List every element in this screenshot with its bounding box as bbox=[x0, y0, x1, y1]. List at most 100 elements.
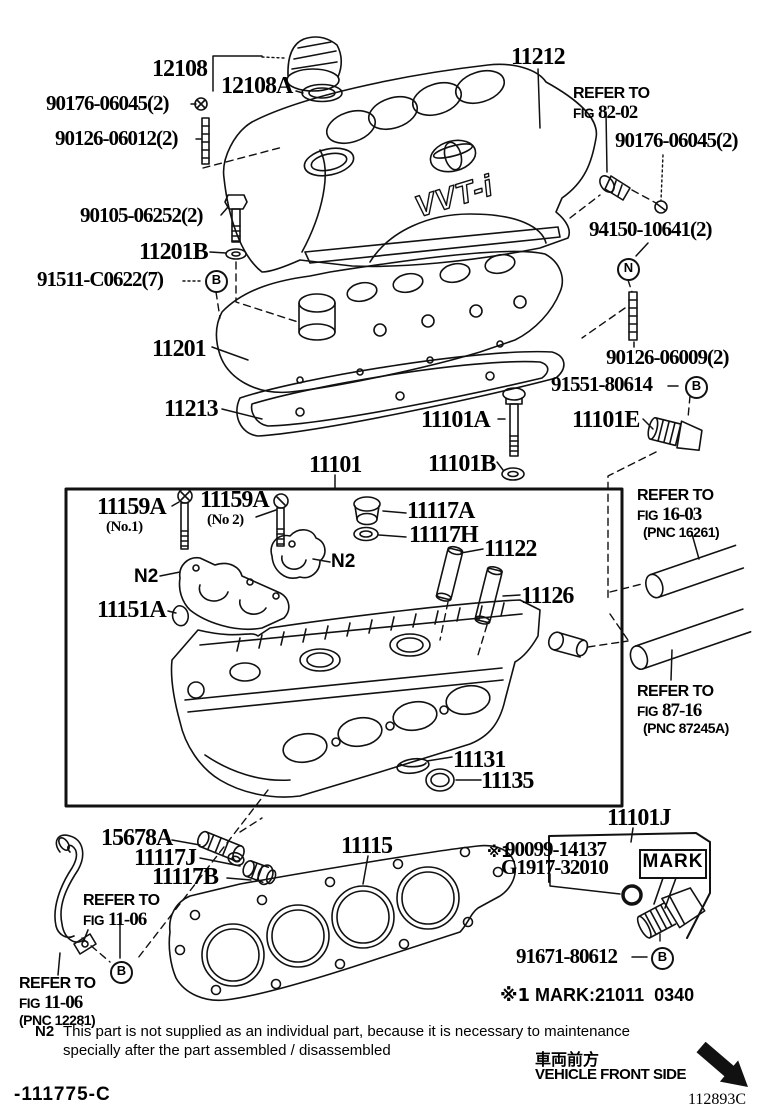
callout-11101b: 11101B bbox=[428, 451, 496, 477]
refer-line1: REFER TO bbox=[573, 85, 650, 102]
callout-15678a: 15678A bbox=[101, 825, 173, 851]
mark-footnote-prefix: ※1 bbox=[500, 985, 531, 1006]
refer-fig-num: 11-06 bbox=[43, 991, 83, 1013]
refer-fig-word: FIG bbox=[573, 105, 595, 121]
refer-fig-num: 82-02 bbox=[597, 101, 638, 123]
seal-11151a bbox=[171, 604, 190, 627]
seal-11131 bbox=[396, 757, 430, 775]
refer-fig-1106-lower: REFER TO FIG 11-06 (PNC 12281) bbox=[19, 975, 96, 1030]
oil-cap-drawing bbox=[286, 36, 343, 92]
leader-lines bbox=[57, 55, 700, 976]
callout-11101a: 11101A bbox=[421, 407, 491, 433]
callout-90126-06009: 90126-06009(2) bbox=[606, 345, 729, 369]
callout-11115: 11115 bbox=[341, 833, 393, 859]
valve-guide-11126 bbox=[474, 566, 503, 625]
callout-11117h: 11117H bbox=[409, 522, 479, 548]
badge-b-fig1106: B bbox=[110, 961, 133, 984]
callout-91551: 91551-80614 bbox=[551, 372, 653, 396]
n2-note-tag: N2 bbox=[35, 1023, 55, 1040]
cap-bolt-no2 bbox=[273, 493, 289, 547]
head-bolt-11101a bbox=[501, 387, 526, 481]
plug-11117a bbox=[353, 496, 381, 526]
callout-11126: 11126 bbox=[521, 583, 574, 609]
callout-n2-left: N2 bbox=[134, 566, 159, 587]
elbow-fitting bbox=[547, 631, 589, 658]
callout-90105: 90105-06252(2) bbox=[80, 203, 203, 227]
refer-fig-8202: REFER TO FIG 82-02 bbox=[573, 85, 650, 123]
mark-box: MARK bbox=[639, 849, 707, 879]
cylinder-head-block bbox=[170, 599, 541, 798]
tube-fig-8716 bbox=[629, 608, 752, 671]
callout-11117b: 11117B bbox=[152, 864, 219, 890]
refer-fig-word: FIG bbox=[637, 507, 659, 523]
sensor-91671 bbox=[636, 887, 706, 939]
drawing-number: 112893C bbox=[688, 1091, 747, 1108]
callout-91511: 91511-C0622(7) bbox=[37, 267, 164, 291]
refer-fig-word: FIG bbox=[83, 912, 105, 928]
callout-11117j: 11117J bbox=[134, 845, 197, 871]
refer-fig-word: FIG bbox=[19, 995, 41, 1011]
mark-footnote-text: MARK:21011 0340 bbox=[535, 985, 695, 1005]
callout-no2: (No 2) bbox=[207, 512, 244, 528]
bolt-90105 bbox=[224, 194, 248, 243]
callout-90099: 90099-14137 bbox=[505, 837, 607, 861]
nut-90176-left bbox=[194, 97, 208, 111]
figure-code: -111775-C bbox=[14, 1084, 111, 1105]
callout-11212: 11212 bbox=[511, 44, 566, 70]
callout-90126-06012: 90126-06012(2) bbox=[55, 126, 178, 150]
callout-11122: 11122 bbox=[484, 536, 537, 562]
callout-94150: 94150-10641(2) bbox=[589, 217, 712, 241]
bearing-cap-left bbox=[178, 556, 290, 630]
valve-guide-11122 bbox=[435, 545, 464, 602]
callout-90176-right: 90176-06045(2) bbox=[615, 128, 738, 152]
callout-91671: 91671-80612 bbox=[516, 944, 618, 968]
subassembly-frame-box bbox=[64, 487, 624, 808]
construction-lines bbox=[81, 56, 691, 963]
refer-fig-1603: REFER TO FIG 16-03 (PNC 16261) bbox=[637, 487, 720, 542]
callout-x1-prefix: ※1 bbox=[487, 843, 512, 861]
callout-no1: (No.1) bbox=[106, 519, 143, 535]
hose-bracket-drawing bbox=[54, 834, 97, 955]
cap-bolt-no1 bbox=[177, 488, 193, 550]
badge-b-91511: B bbox=[205, 270, 228, 293]
badge-n-94150: N bbox=[617, 258, 640, 281]
callout-11101j: 11101J bbox=[607, 805, 671, 831]
refer-fig-word: FIG bbox=[637, 703, 659, 719]
mark-pointer-lines bbox=[653, 877, 677, 909]
front-side-en: VEHICLE FRONT SIDE bbox=[535, 1066, 687, 1083]
plug-11117b bbox=[242, 860, 277, 886]
nut-90176-right bbox=[654, 200, 668, 214]
mark-footnote: ※1 MARK:21011 0340 bbox=[500, 985, 694, 1006]
refer-fig-1106-upper: REFER TO FIG 11-06 bbox=[83, 892, 160, 930]
refer-fig-num: 16-03 bbox=[661, 503, 702, 525]
callout-11201: 11201 bbox=[152, 336, 207, 362]
callout-11159a-no2: 11159A bbox=[200, 487, 270, 513]
seal-11135 bbox=[425, 768, 455, 792]
nut-11201b bbox=[225, 248, 247, 260]
callout-g1917: G1917-32010 bbox=[501, 855, 609, 879]
refer-line1: REFER TO bbox=[83, 892, 160, 909]
toyota-logo bbox=[429, 139, 477, 173]
callout-11101: 11101 bbox=[309, 452, 362, 478]
oring-drawing bbox=[621, 884, 643, 906]
refer-line1: REFER TO bbox=[19, 975, 96, 992]
callout-12108a: 12108A bbox=[221, 73, 293, 99]
callout-11213: 11213 bbox=[164, 396, 219, 422]
stud-90126-06012 bbox=[201, 117, 210, 165]
callout-11201b: 11201B bbox=[139, 239, 209, 265]
refer-fig-num: 87-16 bbox=[661, 699, 702, 721]
callout-11101e: 11101E bbox=[572, 407, 640, 433]
refer-pnc: (PNC 87245A) bbox=[643, 719, 729, 736]
badge-b-91551: B bbox=[685, 376, 708, 399]
sensor-callout-box bbox=[548, 832, 711, 939]
gasket-11117h bbox=[353, 526, 379, 542]
vvt-badge-text: VVT-i bbox=[411, 169, 497, 224]
n2-note-line2: specially after the part assembled / dis… bbox=[63, 1042, 391, 1059]
callout-11159a-no1: 11159A bbox=[97, 494, 167, 520]
sensor-refer-8202 bbox=[599, 175, 631, 201]
front-side-jp: 車両前方 bbox=[535, 1052, 600, 1069]
sensor-11101e bbox=[647, 416, 703, 452]
refer-line1: REFER TO bbox=[637, 487, 714, 504]
callout-11151a: 11151A bbox=[97, 597, 167, 623]
